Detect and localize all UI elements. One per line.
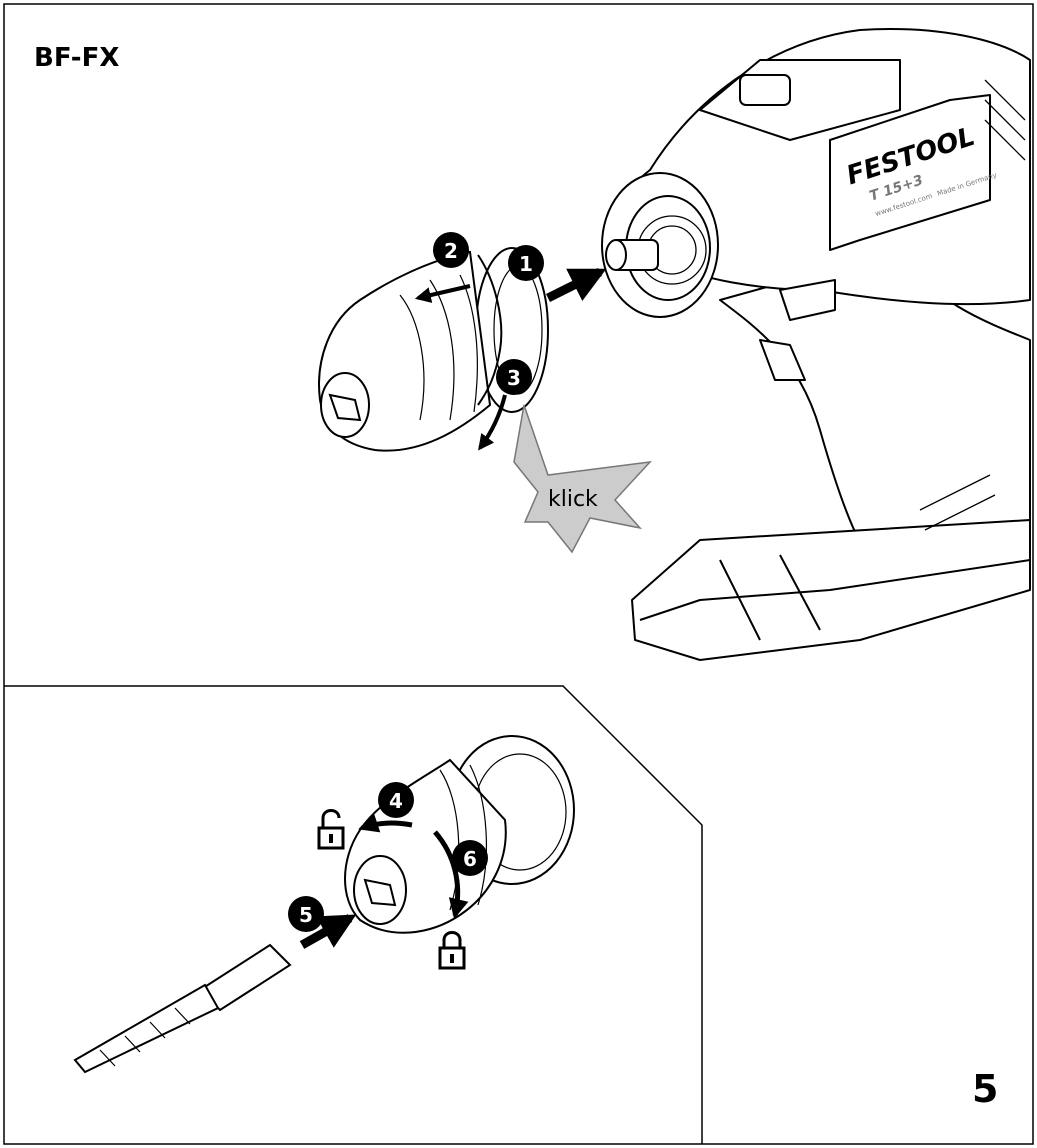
padlock-open-icon	[317, 809, 345, 850]
klick-label: klick	[548, 487, 598, 512]
bit-insert-arrow	[299, 914, 357, 949]
chuck-top	[318, 247, 549, 452]
step-badge-2: 2	[433, 232, 469, 268]
open-arrow	[358, 813, 413, 833]
close-arrow	[433, 830, 469, 919]
svg-text:2: 2	[444, 239, 458, 263]
model-label: BF-FX	[34, 43, 119, 73]
step-badge-6: 6	[452, 840, 488, 876]
svg-text:5: 5	[299, 903, 313, 927]
svg-text:6: 6	[463, 847, 477, 871]
figure-number: 5	[972, 1067, 998, 1111]
step-badge-1: 1	[508, 245, 544, 281]
svg-text:3: 3	[507, 366, 521, 390]
svg-text:1: 1	[519, 252, 533, 276]
insert-arrow	[545, 267, 607, 303]
step-badge-5: 5	[288, 896, 324, 932]
padlock-closed-icon	[438, 931, 466, 970]
drill-body	[601, 28, 1031, 661]
drill-bit	[73, 943, 292, 1074]
turn-arrow	[478, 394, 507, 451]
step-badge-4: 4	[378, 782, 414, 818]
klick-burst: klick	[513, 404, 652, 554]
step-badge-3: 3	[496, 359, 532, 395]
svg-text:4: 4	[389, 789, 403, 813]
panel-frame	[3, 3, 1034, 1145]
pull-arrow	[414, 284, 471, 303]
